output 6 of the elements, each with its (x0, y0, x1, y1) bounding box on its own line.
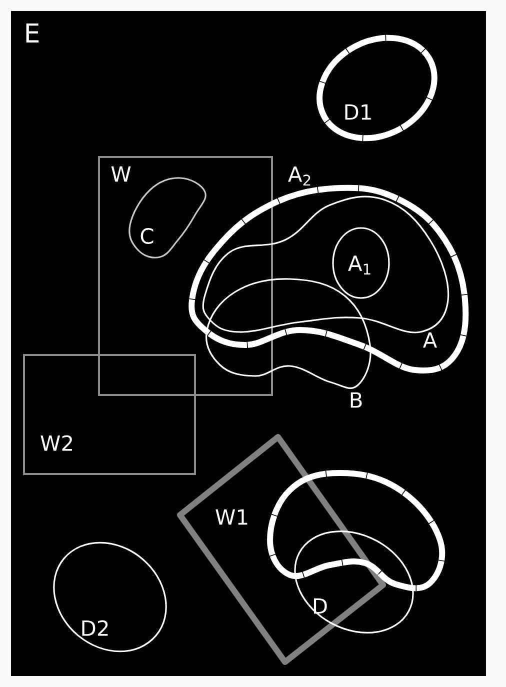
blob-outline: C (128, 177, 206, 258)
node-label: A$_{2}$ (288, 166, 310, 186)
node-label: B (350, 392, 362, 408)
chalk-blob (267, 470, 446, 592)
node-label: A (422, 332, 438, 348)
frame-rectangle: W2 (23, 354, 196, 475)
